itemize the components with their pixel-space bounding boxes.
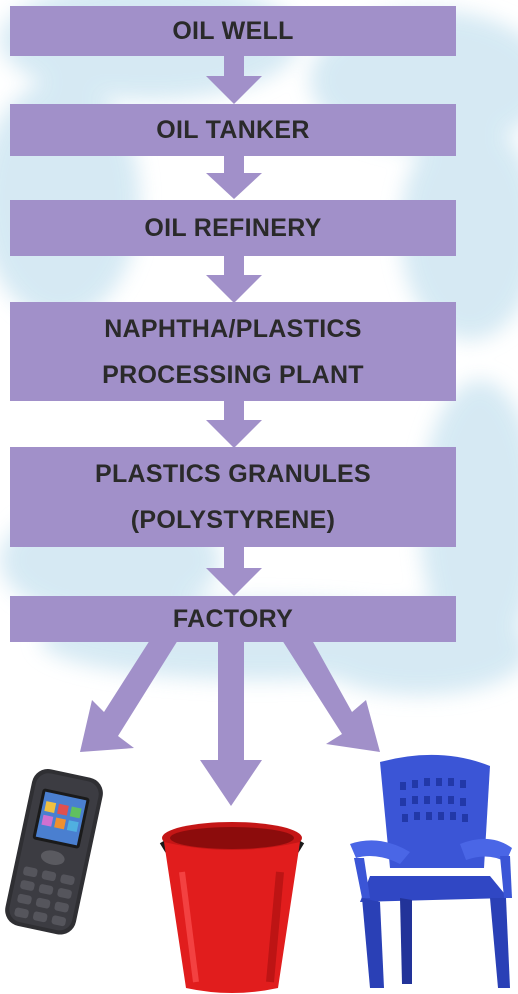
arrow-down-3 [206,255,262,303]
step-oil-tanker: OIL TANKER [10,104,456,156]
step-label-line-2: (POLYSTYRENE) [130,506,336,534]
step-label: OIL REFINERY [144,214,322,242]
arrow-down-4 [206,400,262,448]
arrow-down-1 [206,54,262,104]
step-label: OIL WELL [172,17,294,45]
arrow-down-5 [206,546,262,596]
branch-arrows [80,640,380,806]
mobile-phone-icon [5,769,103,935]
step-label-line-1: PLASTICS GRANULES [95,460,371,488]
step-oil-refinery: OIL REFINERY [10,200,456,256]
step-oil-well: OIL WELL [10,6,456,56]
step-label-line-1: NAPHTHA/PLASTICS [104,314,362,343]
blue-chair-icon [350,754,512,988]
arrow-down-2 [206,155,262,199]
step-label: OIL TANKER [156,116,310,144]
step-label: FACTORY [172,605,294,633]
step-naphtha-processing-plant: NAPHTHA/PLASTICS PROCESSING PLANT [10,302,456,401]
red-bucket-icon [159,822,305,993]
step-plastics-granules: PLASTICS GRANULES (POLYSTYRENE) [10,447,456,547]
step-label-line-2: PROCESSING PLANT [102,360,364,389]
step-factory: FACTORY [10,596,456,642]
